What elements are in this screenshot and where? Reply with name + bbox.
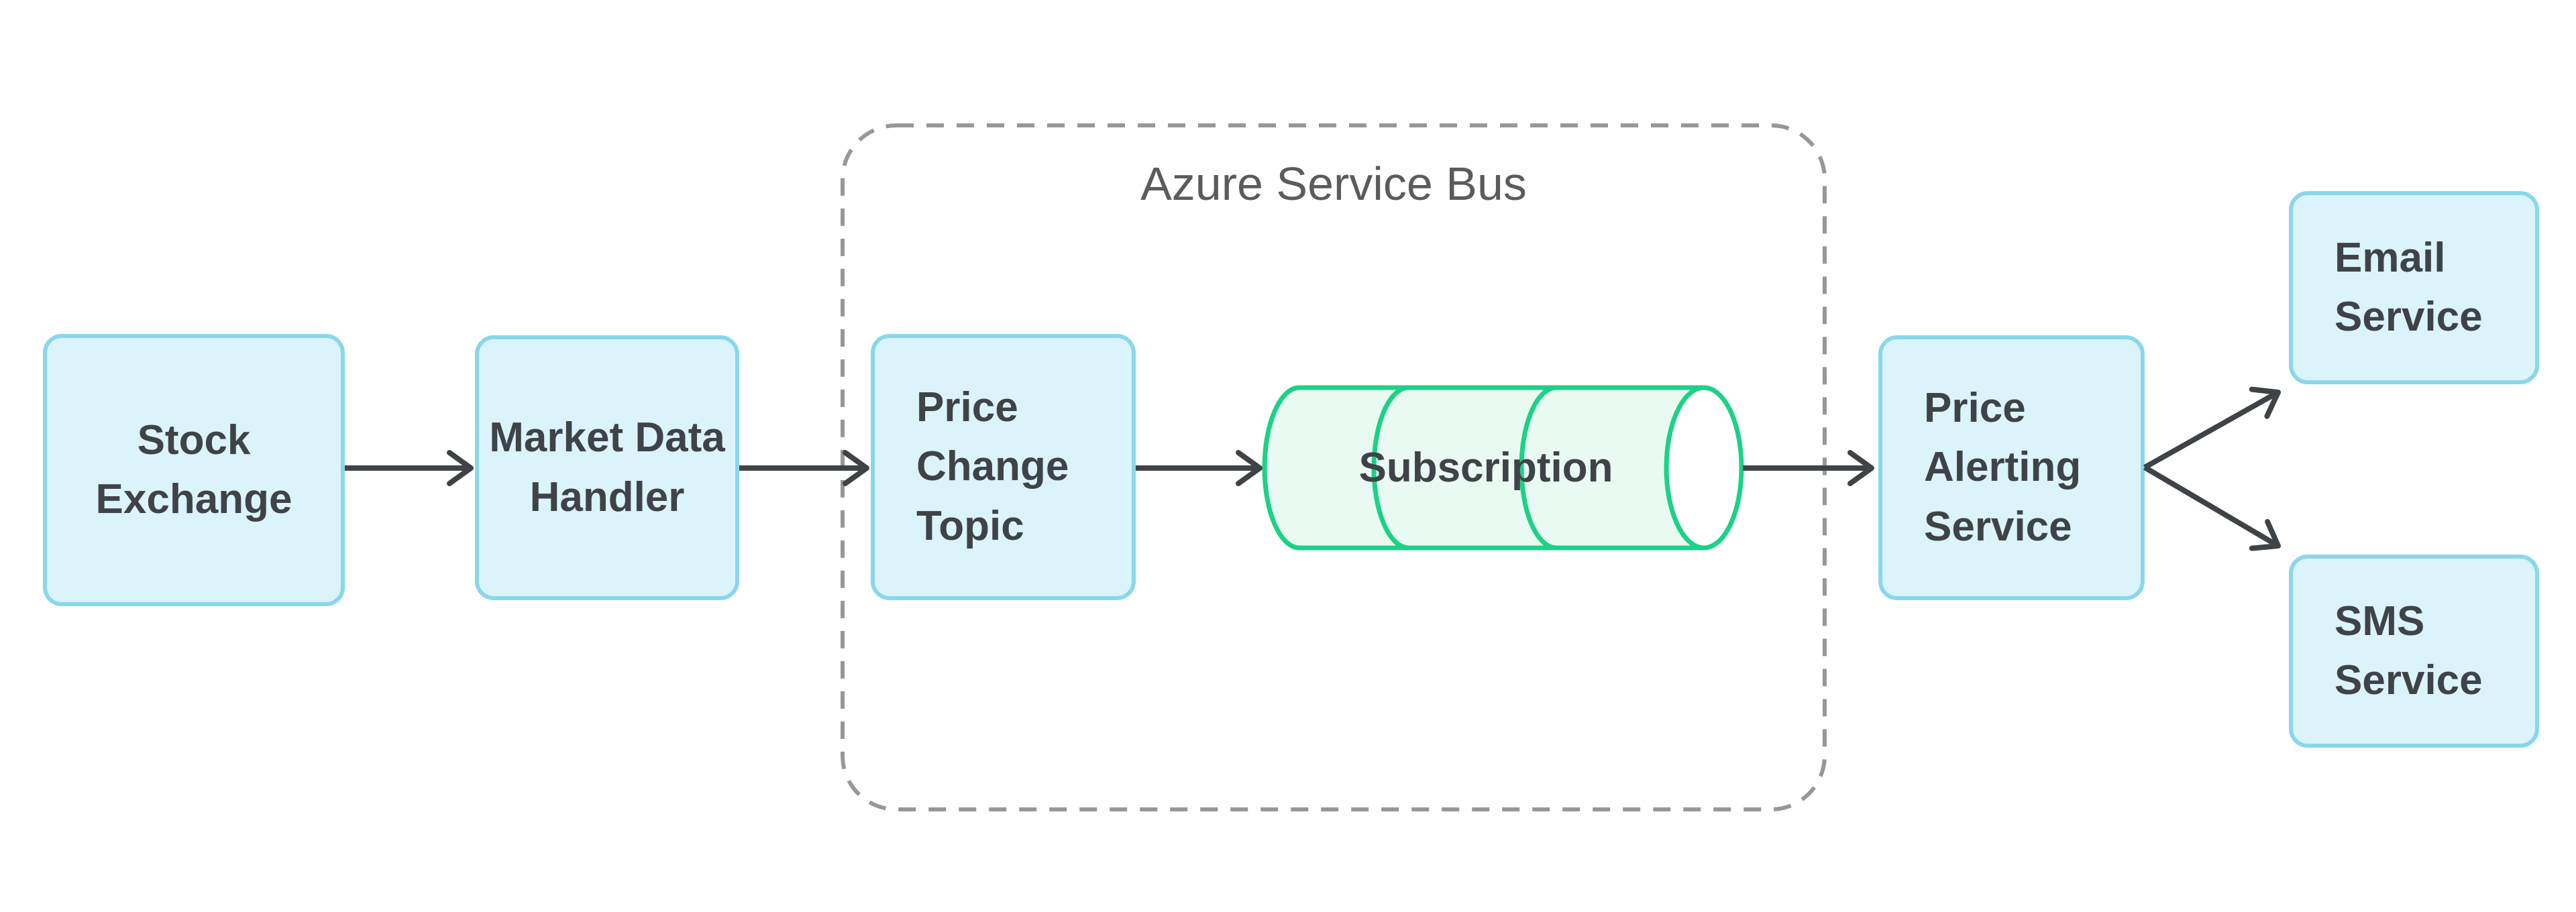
- cylinder-segment-arc-2: [1519, 385, 1559, 551]
- node-sms-service: SMS Service: [2289, 555, 2539, 748]
- node-subscription-label: Subscription: [1358, 445, 1613, 491]
- node-market-data-handler-label: Market Data Handler: [489, 414, 725, 520]
- node-price-alerting-service: Price Alerting Service: [1878, 335, 2145, 600]
- azure-service-bus-label: Azure Service Bus: [1140, 158, 1527, 210]
- cylinder-body: [1265, 388, 1704, 548]
- node-market-data-handler: Market Data Handler: [475, 335, 739, 600]
- node-price-change-topic-label: Price Change Topic: [916, 384, 1069, 549]
- node-price-alerting-service-label: Price Alerting Service: [1924, 385, 2082, 550]
- cylinder-open-end: [1664, 385, 1744, 551]
- node-stock-exchange-label: Stock Exchange: [95, 416, 292, 522]
- cylinder-left-cap: [1262, 385, 1302, 551]
- node-price-change-topic: Price Change Topic: [871, 334, 1136, 600]
- subscription-cylinder: [1262, 385, 1744, 551]
- cylinder-segment-arc-1: [1371, 385, 1411, 551]
- node-sms-service-label: SMS Service: [2334, 597, 2483, 703]
- node-email-service: Email Service: [2289, 191, 2539, 384]
- arrow-alerting-to-sms: [2143, 465, 2281, 551]
- arrow-alerting-to-email: [2143, 386, 2281, 470]
- node-email-service-label: Email Service: [2334, 234, 2483, 340]
- node-stock-exchange: Stock Exchange: [43, 334, 345, 606]
